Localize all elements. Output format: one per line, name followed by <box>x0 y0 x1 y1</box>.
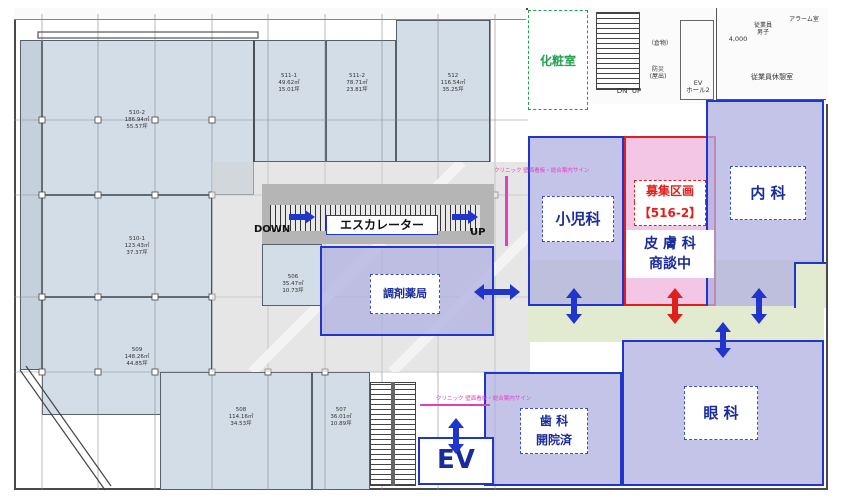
tenant-511-2 <box>326 40 396 162</box>
arrow-internal-medicine-corridor <box>751 288 767 324</box>
label-dental[interactable]: 歯 科 開院済 <box>520 408 588 454</box>
label-recruiting-status[interactable]: 皮 膚 科 商談中 <box>626 230 714 278</box>
label-ophthalmology[interactable]: 眼 科 <box>684 386 758 440</box>
stair-direction-label: DN UP <box>616 87 642 95</box>
tenant-508 <box>160 372 312 490</box>
label-recruiting-title[interactable]: 募集区画 <box>634 180 706 202</box>
escalator-label-box <box>326 215 438 235</box>
tenant-512 <box>396 20 490 162</box>
room-label-510-1: 510-1 123.43㎡ 37.37坪 <box>124 236 150 256</box>
escalator-label: エスカレーター <box>339 218 424 232</box>
label-internal-medicine[interactable]: 内 科 <box>730 166 806 220</box>
dimension-label: 4,000 <box>728 35 748 43</box>
label-pharmacy[interactable]: 調剤薬局 <box>370 274 440 314</box>
room-label-511-2: 511-2 78.71㎡ 23.81坪 <box>346 73 368 93</box>
ev-hall-box <box>680 20 714 100</box>
label-recruiting-code[interactable]: 【516-2】 <box>634 202 706 226</box>
alarm-room-label: アラーム室 <box>789 16 819 23</box>
staff-rest-room-label: 従業員休憩室 <box>751 73 793 81</box>
store-label: （倉物） <box>647 40 672 47</box>
ev-hall-label: EV ホール2 <box>686 79 710 94</box>
backyard-partition <box>716 8 826 100</box>
escalator-up-arrow <box>452 210 478 224</box>
arrow-ophthalmology-corridor <box>715 322 731 358</box>
zone-internal-medicine-notch <box>794 262 826 308</box>
fire-shutter-label: 防災 (屋出) <box>649 66 667 80</box>
powder-room-label: 化粧室 <box>539 54 576 68</box>
room-label-511-1: 511-1 49.62㎡ 15.01坪 <box>278 73 300 93</box>
staff-wc-label: 従業員 男子 <box>753 22 772 36</box>
stairwell-upper <box>596 12 640 90</box>
tenant-511-1 <box>254 40 326 162</box>
sign-label-lower: クリニック 壁面看板・総合案内サイン <box>436 396 532 402</box>
escalator-up-label: UP <box>470 227 486 238</box>
arrow-pharmacy-corridor <box>474 284 520 300</box>
escalator-down-label: DOWN <box>254 224 291 235</box>
tenant-west-strip <box>20 40 42 370</box>
arrow-recruiting-corridor <box>667 288 683 324</box>
arrow-pediatrics-corridor <box>566 288 582 324</box>
tenant-507 <box>312 372 370 490</box>
escalator-down-arrow <box>289 210 315 224</box>
tenant-506 <box>262 244 322 306</box>
top-wall-strip <box>14 8 526 20</box>
sign-line-lower <box>420 404 490 406</box>
arrow-elevator <box>448 418 464 454</box>
sign-line-upper <box>505 176 508 246</box>
room-label-509: 509 148.26㎡ 44.85坪 <box>124 347 150 367</box>
label-pediatrics[interactable]: 小児科 <box>542 196 614 242</box>
room-label-508: 508 114.16㎡ 34.53坪 <box>228 407 254 427</box>
room-label-507: 507 36.01㎡ 10.89坪 <box>330 407 352 427</box>
room-label-510-2: 510-2 186.94㎡ 55.57坪 <box>124 110 150 130</box>
room-label-506: 506 35.47㎡ 10.73坪 <box>282 274 304 294</box>
sign-label-upper: クリニック 壁面看板・総合案内サイン <box>494 168 590 174</box>
powder-room <box>528 10 588 110</box>
room-label-512: 512 116.54㎡ 35.25坪 <box>440 73 466 93</box>
stairwell-lower-divider <box>391 382 395 486</box>
